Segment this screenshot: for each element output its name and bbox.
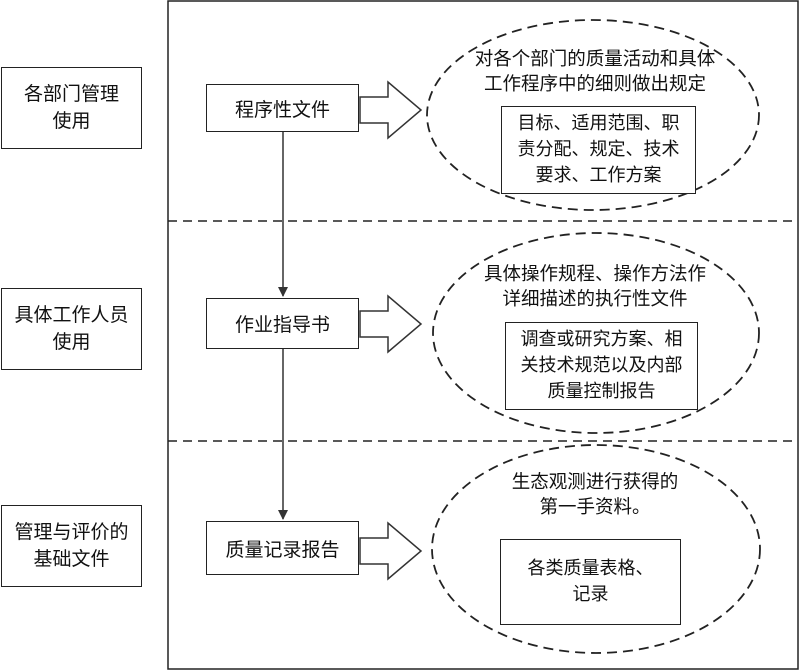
hollow-arrow-2 (359, 294, 423, 354)
ellipse-row-2 (432, 232, 760, 434)
document-box-quality-record: 质量记录报告 (206, 521, 359, 575)
description-work-instruction: 具体操作规程、操作方法作 详细描述的执行性文件 (483, 264, 706, 310)
hollow-arrow-1 (359, 80, 423, 140)
left-label-management: 各部门管理 使用 (1, 67, 142, 149)
ellipse-row-1 (426, 19, 760, 211)
document-box-work-instruction: 作业指导书 (206, 298, 359, 349)
main-frame (167, 0, 799, 670)
description-procedure: 对各个部门的质量活动和具体 工作程序中的细则做出规定 (474, 49, 716, 95)
left-label-basis: 管理与评价的 基础文件 (1, 505, 142, 587)
detail-box-quality-record: 各类质量表格、 记录 (500, 539, 681, 625)
ellipse-row-3 (431, 444, 761, 654)
hollow-arrow-3 (359, 521, 423, 581)
detail-box-work-instruction: 调查或研究方案、相 关技术规范以及内部 质量控制报告 (505, 322, 698, 410)
detail-box-procedure: 目标、适用范围、职 责分配、规定、技术 要求、工作方案 (501, 106, 696, 194)
description-quality-record: 生态观测进行获得的 第一手资料。 (511, 472, 679, 518)
left-label-staff: 具体工作人员 使用 (1, 288, 142, 370)
document-box-procedure: 程序性文件 (206, 84, 359, 132)
